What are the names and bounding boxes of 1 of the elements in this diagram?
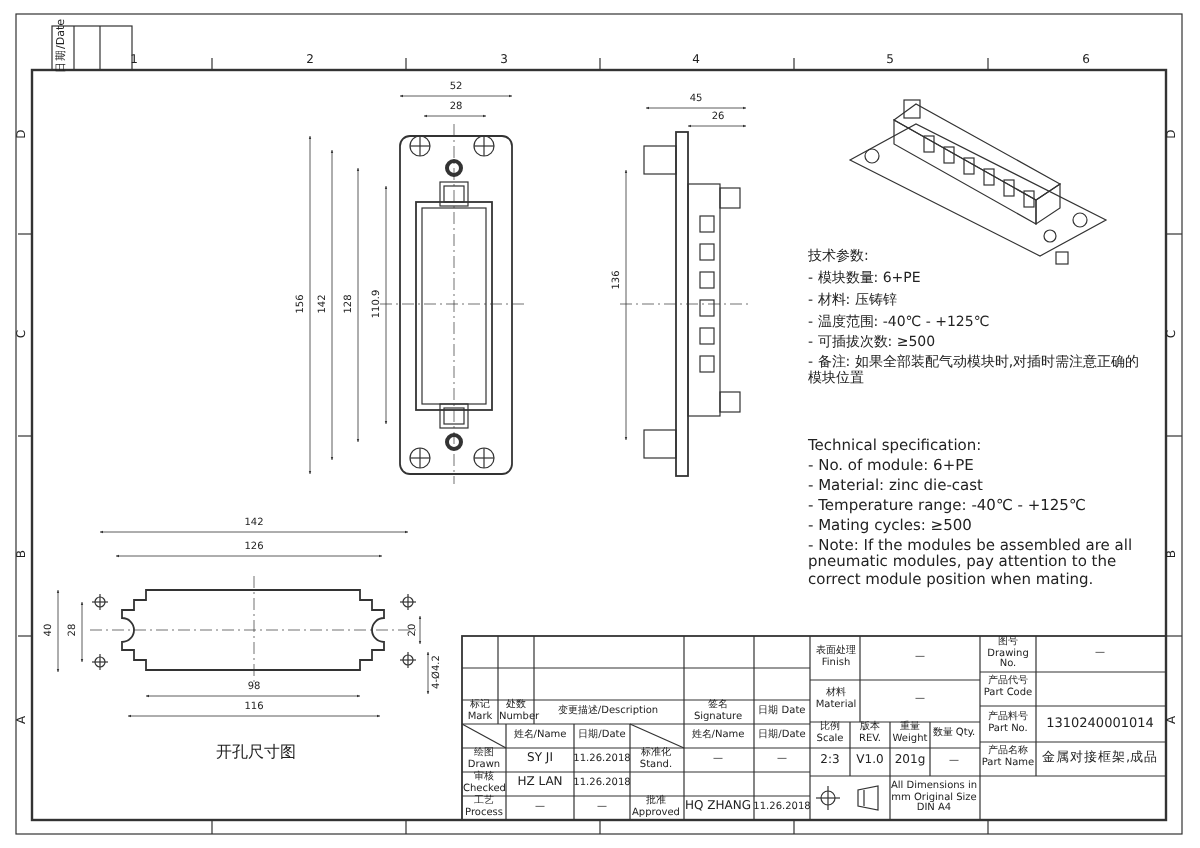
view-title: 开孔尺寸图 <box>216 745 296 763</box>
